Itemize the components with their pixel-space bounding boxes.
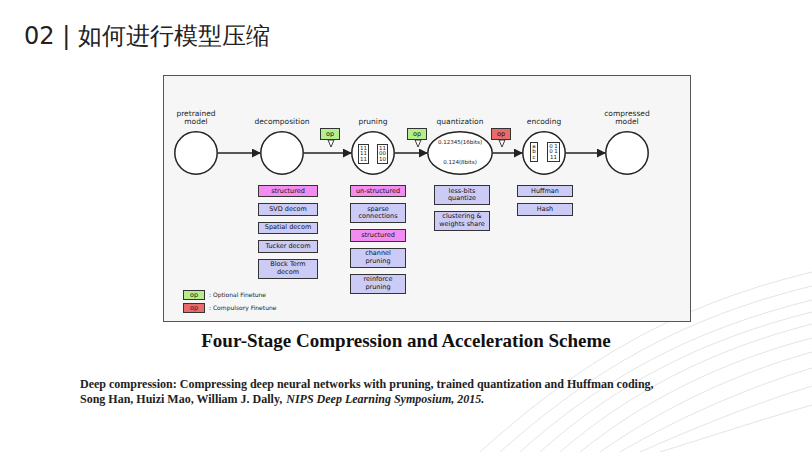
circle-outline	[174, 131, 218, 175]
box-text: structured	[353, 232, 403, 239]
swatch-label: op	[190, 304, 198, 312]
method-box: structured	[350, 229, 406, 241]
tag-text: op	[321, 129, 339, 139]
box-text: clustering & weights share	[437, 213, 487, 228]
box-text: Block Term decom	[261, 261, 315, 276]
legend-swatch: op	[183, 303, 205, 313]
box-text: SVD decom	[261, 206, 315, 213]
circle-text: a b c	[530, 142, 538, 162]
stage-circle: compressed model	[605, 131, 649, 175]
method-box: SVD decom	[258, 203, 318, 215]
circle-text: 0.12345(16bits)	[429, 140, 491, 146]
stage-name: decomposition	[254, 118, 309, 127]
legend-text: : Compulsory Finetune	[209, 304, 276, 311]
method-box: structured	[258, 185, 318, 197]
circle-outline	[260, 131, 304, 175]
box-text: structured	[261, 188, 315, 195]
reference-text: Deep compression: Compressing deep neura…	[80, 377, 654, 392]
flow-arrow	[395, 152, 427, 154]
method-box: Block Term decom	[258, 259, 318, 279]
circle-text: 0.124(8bits)	[429, 160, 491, 166]
method-box: sparse connections	[350, 203, 406, 223]
circle-text: 11 00 10	[377, 144, 388, 164]
stage-circle: encodinga b c0 10 111	[522, 131, 566, 175]
flow-arrow	[218, 152, 260, 154]
box-text: Hash	[520, 206, 570, 213]
finetune-tag: op	[491, 128, 511, 140]
box-text: reinforce pruning	[353, 276, 403, 291]
slide-title: 02 | 如何进行模型压缩	[24, 20, 270, 52]
tag-text: op	[408, 129, 426, 139]
figure-caption: Four-Stage Compression and Acceleration …	[0, 330, 812, 352]
method-box: Tucker decom	[258, 240, 318, 252]
method-box: Hash	[517, 203, 573, 215]
reference-text: NIPS Deep Learning Symposium, 2015.	[286, 392, 484, 407]
stage-circle: decomposition	[260, 131, 304, 175]
flow-arrow	[304, 152, 351, 154]
box-text: Tucker decom	[261, 243, 315, 250]
method-box: reinforce pruning	[350, 274, 406, 294]
method-box: clustering & weights share	[434, 211, 490, 231]
box-text: sparse connections	[353, 206, 403, 221]
box-text: Spatial decom	[261, 224, 315, 231]
stage-name: compressed model	[604, 110, 650, 127]
stage-name: quantization	[437, 118, 484, 127]
legend-swatch: op	[183, 290, 205, 300]
stage-circle: quantization0.12345(16bits)0.124(8bits)	[427, 131, 493, 175]
tag-text: op	[492, 129, 510, 139]
legend-text: : Optional Finetune	[209, 291, 266, 298]
method-box: channel pruning	[350, 248, 406, 268]
method-box: un-structured	[350, 185, 406, 197]
circle-text: 11 11 11	[358, 144, 369, 164]
finetune-tag: op	[320, 128, 340, 140]
finetune-tag: op	[407, 128, 427, 140]
reference-text: Song Han, Huizi Mao, William J. Dally,	[80, 392, 282, 407]
method-box: Huffman	[517, 185, 573, 197]
stage-circle: pruning11 11 1111 00 10	[351, 131, 395, 175]
box-text: channel pruning	[353, 250, 403, 265]
flow-arrow	[493, 152, 522, 154]
box-text: un-structured	[353, 188, 403, 195]
method-box: Spatial decom	[258, 222, 318, 234]
swatch-label: op	[190, 291, 198, 299]
box-text: Huffman	[520, 188, 570, 195]
stage-circle: pretrained model	[174, 131, 218, 175]
circle-outline	[605, 131, 649, 175]
circle-outline	[427, 131, 493, 175]
stage-name: encoding	[527, 118, 561, 127]
method-box: less-bits quantize	[434, 185, 490, 205]
stage-name: pretrained model	[173, 110, 219, 127]
circle-text: 0 10 111	[547, 142, 560, 162]
stage-name: pruning	[359, 118, 388, 127]
box-text: less-bits quantize	[437, 188, 487, 203]
flow-arrow	[566, 152, 605, 154]
